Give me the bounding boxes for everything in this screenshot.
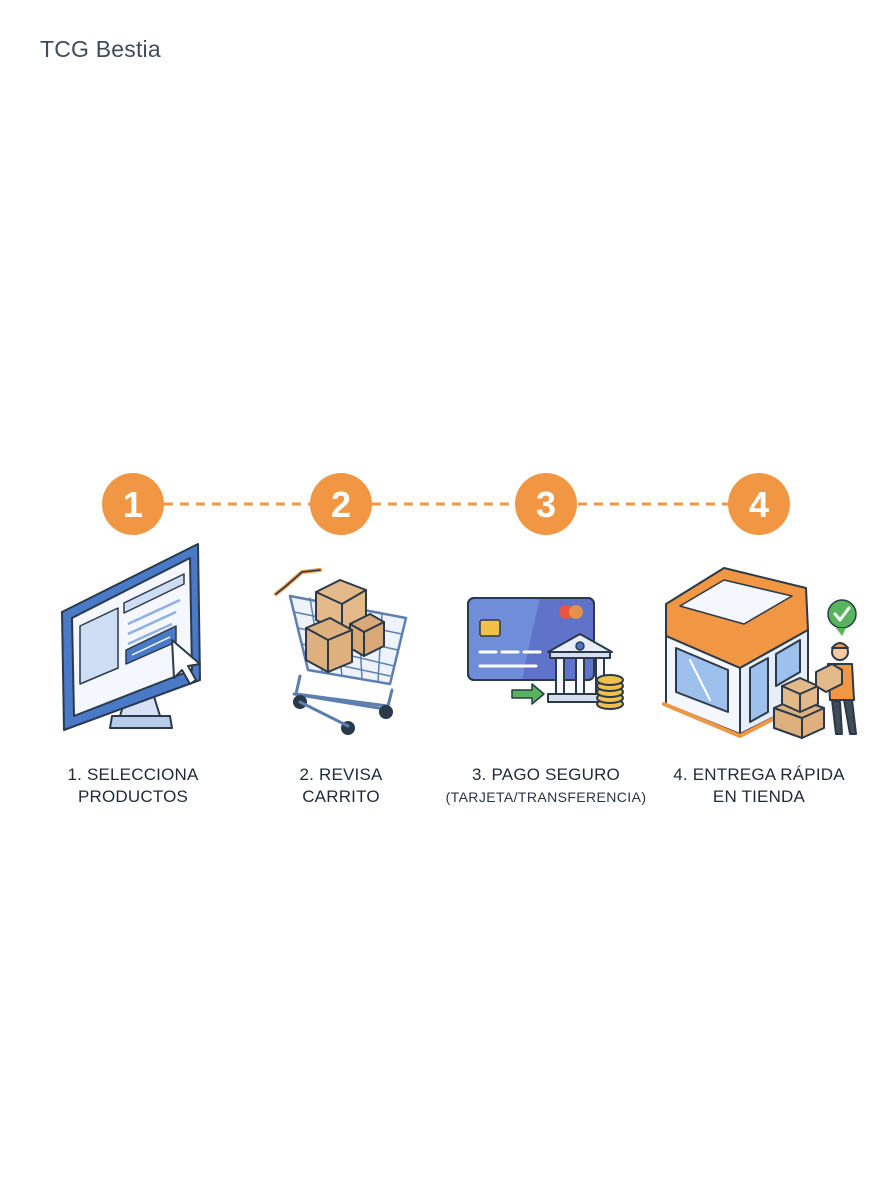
brand-title: TCG Bestia: [40, 36, 161, 62]
step-4-title: 4. ENTREGA RÁPIDA: [673, 765, 845, 784]
step-2-title: 2. REVISA: [299, 765, 383, 784]
step-label-2: 2. REVISA CARRITO: [226, 764, 456, 808]
step-label-4: 4. ENTREGA RÁPIDA EN TIENDA: [644, 764, 874, 808]
step-badge-3: 3: [515, 473, 577, 535]
step-number-1: 1: [123, 484, 143, 525]
step-4-subtitle: EN TIENDA: [712, 787, 806, 806]
step-label-3: 3. PAGO SEGURO (TARJETA/TRANSFERENCIA): [431, 764, 661, 808]
step-number-4: 4: [749, 484, 769, 525]
step-number-2: 2: [331, 484, 351, 525]
step-1-subtitle: PRODUCTOS: [77, 787, 189, 806]
step-2-subtitle: CARRITO: [302, 787, 380, 806]
step-3-title: 3. PAGO SEGURO: [472, 765, 620, 784]
store-delivery-icon: [662, 567, 857, 739]
step-number-3: 3: [536, 484, 556, 525]
step-badge-4: 4: [728, 473, 790, 535]
shopping-cart-icon: [274, 568, 408, 735]
step-badge-1: 1: [102, 473, 164, 535]
step-1-title: 1. SELECCIONA: [67, 765, 199, 784]
credit-card-bank-icon: [467, 597, 624, 710]
step-3-subtitle: (TARJETA/TRANSFERENCIA): [445, 789, 647, 805]
step-badge-2: 2: [310, 473, 372, 535]
computer-monitor-icon: [61, 543, 201, 731]
step-label-1: 1. SELECCIONA PRODUCTOS: [18, 764, 248, 808]
